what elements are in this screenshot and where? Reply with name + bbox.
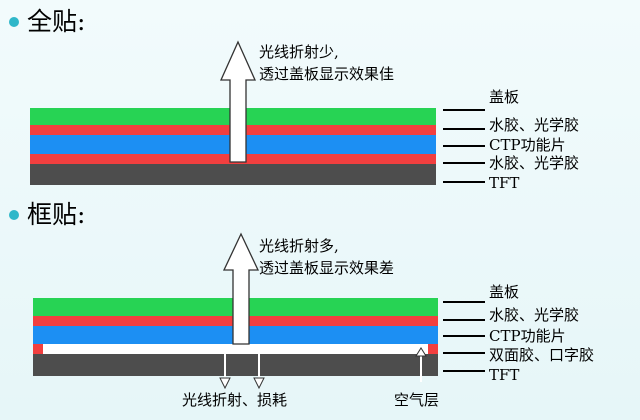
section2-bullet [9,210,19,220]
label-ctp: CTP功能片 [489,136,566,154]
light-up-arrow [222,232,260,345]
section1-title: 全贴: [27,7,86,36]
leader-line [443,128,485,130]
refraction-loss-note: 光线折射、损耗 [182,391,288,409]
section2-note-line2: 透过盖板显示效果差 [259,259,395,277]
label-glue: 水胶、光学胶 [489,306,580,324]
refraction-arrow-right [253,350,265,390]
refraction-arrow-left [219,350,231,390]
leader-line [443,301,485,303]
label-cover: 盖板 [489,88,520,106]
light-up-arrow [219,40,257,163]
air-layer-label: 空气层 [394,391,440,409]
leader-line [443,319,485,321]
section1-note-line1: 光线折射少, [259,43,339,61]
tft-layer [30,164,436,185]
label-glue-top: 水胶、光学胶 [489,116,580,134]
air-layer-pointer [415,347,427,382]
label-glue-bottom: 水胶、光学胶 [489,154,580,172]
light-loss-arrows [219,350,265,390]
section2-title: 框贴: [27,200,86,229]
label-tft: TFT [489,174,520,192]
frame-tape-left [33,344,43,354]
section1-bullet [9,17,19,27]
section2-note-line1: 光线折射多, [259,237,339,255]
leader-line [443,181,485,183]
frame-tape-right [428,344,438,354]
label-cover: 盖板 [489,283,520,301]
section1-note-line2: 透过盖板显示效果佳 [259,65,395,83]
leader-line [443,109,485,111]
leader-line [443,145,485,147]
air-gap [43,344,428,354]
leader-line [443,335,485,337]
leader-line [443,162,485,164]
tft-layer [33,354,438,376]
leader-line [443,370,485,372]
leader-line [443,352,485,354]
label-frame-tape: 双面胶、口字胶 [489,346,595,364]
label-tft: TFT [489,366,520,384]
label-ctp: CTP功能片 [489,327,566,345]
